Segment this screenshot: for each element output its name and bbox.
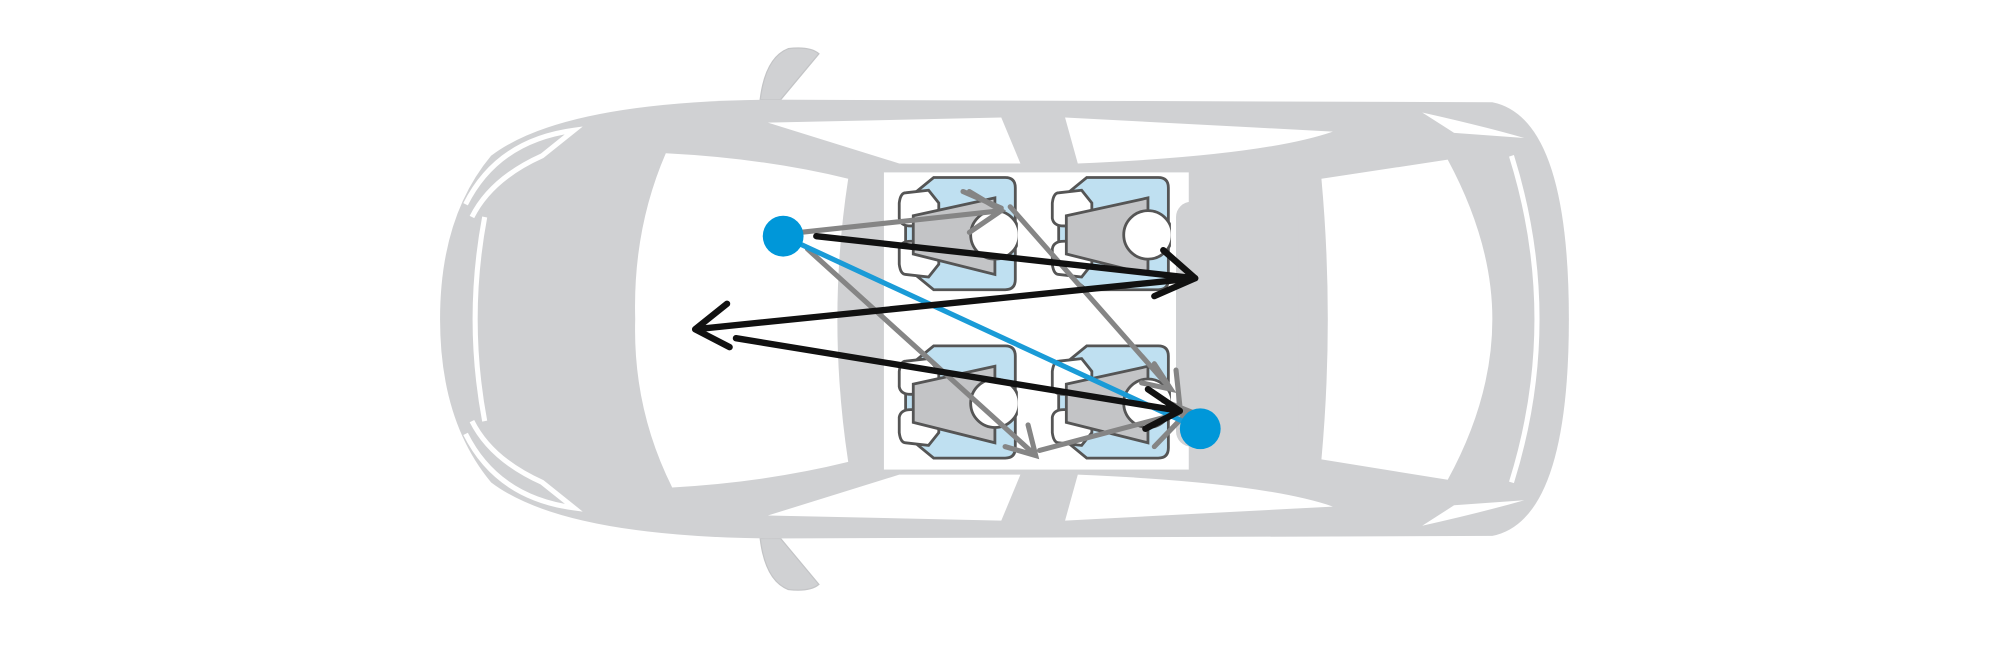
- black-arrow-2: [691, 275, 1199, 351]
- start-point-dot: [762, 215, 804, 257]
- highlight-line: [782, 233, 1201, 432]
- rear-window: [1321, 159, 1493, 480]
- rear-window-bottom: [1065, 474, 1333, 521]
- mirror-bottom: [759, 537, 820, 591]
- windshield-area: [635, 153, 849, 488]
- mirror-top: [759, 47, 820, 101]
- front-contour: [472, 216, 488, 422]
- front-window-bottom: [767, 474, 1021, 521]
- hood-line-top: [463, 126, 583, 219]
- rear-contour: [1509, 155, 1540, 484]
- end-point-dot: [1179, 408, 1221, 450]
- gray-arrow-2: [1007, 204, 1177, 394]
- rear-window-top: [1065, 117, 1333, 164]
- gray-arrow-5: [1173, 367, 1183, 409]
- hood-line-bottom: [463, 419, 583, 512]
- rear-light-top: [1422, 112, 1525, 138]
- seat-front-left: [897, 176, 1018, 292]
- black-arrow-3: [732, 335, 1184, 432]
- gray-arrow-6: [960, 188, 1004, 211]
- rear-bench-area: [1176, 201, 1299, 447]
- rear-light-bottom: [1422, 500, 1525, 526]
- gray-arrow-3: [804, 246, 1040, 460]
- front-window-top: [767, 117, 1021, 164]
- seat-front-right: [897, 344, 1018, 460]
